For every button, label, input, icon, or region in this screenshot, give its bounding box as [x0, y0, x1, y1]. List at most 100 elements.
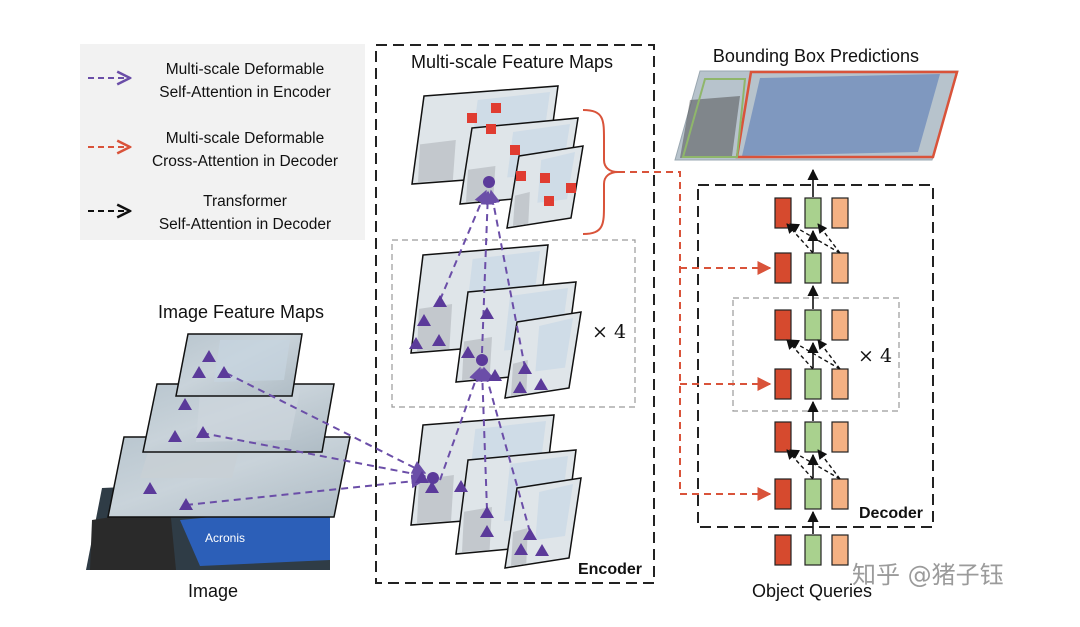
sampling-point-triangle	[534, 378, 548, 390]
input-image-jersey	[180, 506, 330, 566]
sampling-point-triangle	[143, 482, 157, 494]
query-block	[774, 478, 792, 510]
predicted-box-player	[681, 78, 747, 158]
decoder-row	[774, 421, 849, 453]
sampling-point-triangle	[433, 295, 447, 307]
image-feature-map-medium	[142, 383, 335, 453]
reference-point	[476, 354, 488, 366]
bounding-box-image	[674, 70, 959, 161]
sampling-points	[143, 103, 576, 556]
bounding-box-title: Bounding Box Predictions	[713, 46, 919, 66]
self-attention-arrow	[786, 449, 814, 480]
encoder-internal-arrow	[480, 190, 495, 354]
query-block	[774, 368, 792, 400]
decoder-row	[774, 252, 849, 284]
middle-feature-map-3	[504, 311, 582, 399]
decoder-row	[774, 478, 849, 510]
decoder-row	[774, 197, 849, 229]
feature-map-player	[462, 507, 492, 552]
encoder-input-arrow	[225, 372, 427, 474]
sampling-point-triangle	[480, 307, 494, 319]
decoder-label: Decoder	[859, 505, 923, 522]
image-feature-map-large	[107, 436, 351, 518]
sampling-point-triangle	[514, 543, 528, 555]
watermark: 知乎 @猪子钰	[852, 561, 1004, 589]
encoder-input-arrow	[185, 474, 426, 506]
encoder-label: Encoder	[578, 561, 642, 578]
feature-map-jersey	[537, 152, 575, 203]
sampling-point-triangle	[488, 369, 502, 381]
output-feature-map-3	[506, 145, 584, 229]
legend-cross-line1: Multi-scale Deformable	[166, 130, 325, 147]
sampling-point-triangle	[415, 471, 429, 483]
query-block	[804, 534, 822, 566]
bottom-feature-map-3	[504, 477, 582, 569]
sampling-point-triangle	[461, 346, 475, 358]
reference-point	[427, 472, 439, 484]
sampling-point-triangle	[217, 366, 231, 378]
query-block	[774, 197, 792, 229]
object-queries-label: Object Queries	[752, 581, 872, 601]
self-attention-arrow	[817, 339, 841, 370]
query-block	[831, 478, 849, 510]
query-block	[831, 252, 849, 284]
query-block	[804, 252, 822, 284]
feature-map-brace	[582, 109, 619, 235]
query-block	[804, 309, 822, 341]
legend: Multi-scale Deformable Self-Attention in…	[80, 44, 365, 240]
sampling-point-square	[544, 196, 554, 206]
legend-encoder-line1: Multi-scale Deformable	[166, 61, 325, 78]
sampling-point-triangle	[179, 498, 193, 510]
encoder-repeat-label: × 4	[592, 321, 626, 343]
predicted-box-person	[735, 70, 959, 159]
query-block	[804, 421, 822, 453]
sampling-point-triangle	[513, 381, 527, 393]
multiscale-feature-maps-title: Multi-scale Feature Maps	[411, 52, 613, 72]
legend-encoder-line2: Self-Attention in Encoder	[159, 84, 330, 101]
encoder-internal-arrow	[486, 189, 526, 369]
attention-arrows	[185, 171, 772, 533]
input-image-brand: Acronis	[205, 531, 245, 545]
sampling-point-triangle	[168, 430, 182, 442]
encoder-repeat-box	[391, 239, 636, 408]
sampling-point-square	[516, 171, 526, 181]
encoder-internal-arrow	[439, 189, 488, 301]
query-block	[804, 368, 822, 400]
sampling-point-triangle	[518, 362, 532, 374]
query-block	[774, 421, 792, 453]
query-block	[831, 309, 849, 341]
input-image-player	[90, 508, 176, 570]
sampling-point-square	[491, 103, 501, 113]
query-block	[804, 478, 822, 510]
sampling-point-triangle	[454, 480, 468, 492]
query-block	[831, 368, 849, 400]
encoder-feature-stacks	[410, 85, 584, 569]
query-block	[831, 197, 849, 229]
sampling-point-triangle	[523, 528, 537, 540]
feature-map-player	[417, 475, 454, 523]
sampling-point-triangle	[196, 426, 210, 438]
encoder-internal-arrow	[439, 366, 483, 481]
feature-map-jersey	[535, 318, 573, 372]
self-attention-arrow	[817, 449, 841, 480]
legend-self-line1: Transformer	[203, 193, 287, 210]
sampling-point-square	[566, 183, 576, 193]
image-label: Image	[188, 581, 238, 601]
feature-map-player	[417, 304, 453, 351]
sampling-point-triangle	[417, 314, 431, 326]
query-block	[831, 534, 849, 566]
self-attention-arrow	[817, 223, 841, 254]
encoder-box	[375, 44, 655, 584]
sampling-point-triangle	[535, 544, 549, 556]
query-block	[774, 534, 792, 566]
decoder-repeat-label: × 4	[858, 345, 892, 367]
encoder-input-arrow	[201, 432, 427, 481]
decoder-row	[774, 534, 849, 566]
image-feature-map-small	[175, 333, 303, 397]
query-block	[774, 309, 792, 341]
sampling-point-square	[540, 173, 550, 183]
sampling-point-triangle	[425, 481, 439, 493]
self-attention-arrow	[789, 449, 841, 480]
